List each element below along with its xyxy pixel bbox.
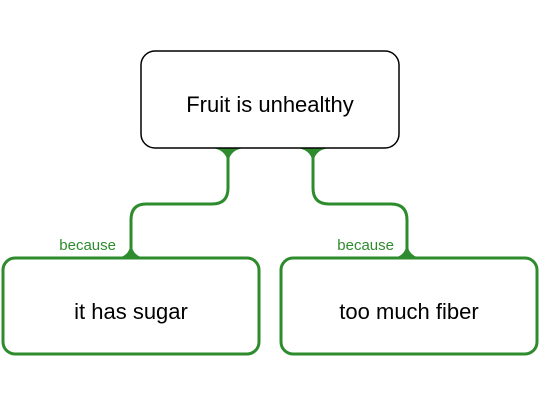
reason-node-right: too much fiber xyxy=(279,256,539,356)
connector-right-bottom-flare xyxy=(393,240,421,258)
connector-left-top-flare xyxy=(212,148,244,166)
reason-node-left: it has sugar xyxy=(1,256,261,356)
reason-text-left: it has sugar xyxy=(74,299,188,324)
link-label-right: because xyxy=(337,237,394,254)
connector-left xyxy=(117,148,244,258)
connector-left-line xyxy=(129,150,230,258)
connector-right xyxy=(297,148,421,258)
claim-text: Fruit is unhealthy xyxy=(186,92,354,117)
link-label-left: because xyxy=(59,237,116,254)
reason-text-right: too much fiber xyxy=(339,299,478,324)
connector-right-top-flare xyxy=(297,148,329,166)
reason-box-right xyxy=(279,256,539,356)
connector-left-bottom-flare xyxy=(117,240,145,258)
connector-right-line xyxy=(311,150,409,258)
claim-node: Fruit is unhealthy xyxy=(140,50,400,149)
reason-box-left xyxy=(1,256,261,356)
claim-box xyxy=(140,50,400,149)
